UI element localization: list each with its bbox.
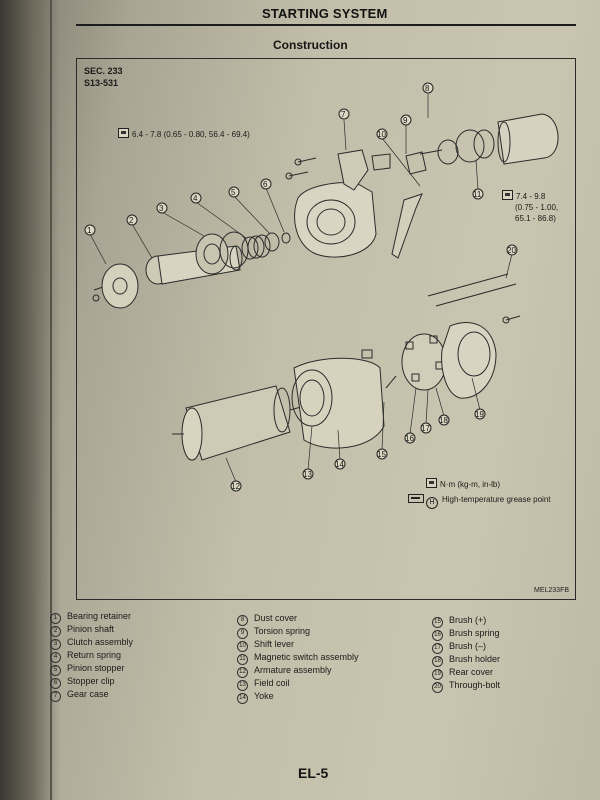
bearing-retainer	[92, 263, 139, 309]
svg-text:12: 12	[231, 482, 240, 491]
torque-icon	[426, 478, 437, 488]
callout-4: 4	[190, 192, 202, 204]
callout-3: 3	[156, 202, 168, 214]
stopper-clip	[281, 232, 291, 244]
callout-6: 6	[260, 178, 272, 190]
svg-text:16: 16	[405, 434, 414, 443]
magnetic-switch	[419, 113, 559, 165]
legend-torque: N·m (kg-m, in-lb)	[426, 478, 500, 489]
callout-1: 1	[84, 224, 96, 236]
gear-case	[294, 149, 377, 258]
callout-11: 11	[472, 188, 484, 200]
rear-cover	[441, 315, 521, 399]
svg-text:18: 18	[439, 416, 448, 425]
return-spring	[241, 234, 271, 260]
callout-15: 15	[376, 448, 388, 460]
svg-text:15: 15	[377, 450, 386, 459]
field-coil-yoke	[291, 349, 385, 449]
torque-spec-2: 7.4 - 9.8 (0.75 - 1.00, 65.1 - 86.8)	[502, 190, 558, 224]
svg-text:11: 11	[473, 190, 482, 199]
figure-frame	[76, 58, 576, 600]
svg-text:19: 19	[475, 410, 484, 419]
callout-2: 2	[126, 214, 138, 226]
callout-19: 19	[474, 408, 486, 420]
bolt-upper	[285, 157, 317, 180]
torsion-spring	[405, 151, 427, 175]
callout-16: 16	[404, 432, 416, 444]
figure-id: MEL233FB	[534, 587, 570, 594]
svg-text:1: 1	[87, 226, 92, 235]
pinion-stopper	[264, 232, 280, 252]
svg-text:3: 3	[159, 204, 164, 213]
svg-text:6: 6	[263, 180, 268, 189]
exploded-view-diagram: 1 2 3 4 5 6 7 8 9 10 11 12 13 14 15 16 1…	[84, 82, 559, 492]
callout-9: 9	[400, 114, 412, 126]
svg-text:2: 2	[129, 216, 134, 225]
svg-text:5: 5	[231, 188, 236, 197]
svg-text:9: 9	[403, 116, 408, 125]
section-code: SEC. 233	[84, 66, 123, 76]
torque-icon	[502, 190, 513, 200]
callout-13: 13	[302, 468, 314, 480]
header-rule	[76, 24, 576, 26]
svg-text:8: 8	[425, 84, 430, 93]
callout-12: 12	[230, 480, 242, 492]
armature-assembly	[172, 385, 313, 461]
svg-text:7: 7	[341, 110, 346, 119]
figure-code: S13-531	[84, 78, 119, 88]
callout-7: 7	[338, 108, 350, 120]
callout-10: 10	[376, 128, 388, 140]
section-title: STARTING SYSTEM	[262, 6, 388, 21]
through-bolts	[427, 273, 517, 307]
torque-icon	[118, 128, 129, 138]
svg-text:17: 17	[421, 424, 430, 433]
clutch-assembly	[195, 231, 249, 275]
callout-5: 5	[228, 186, 240, 198]
svg-text:10: 10	[377, 130, 386, 139]
svg-text:13: 13	[303, 470, 312, 479]
grease-icon	[408, 494, 424, 503]
callout-8: 8	[422, 82, 434, 94]
page-number: EL-5	[298, 765, 329, 781]
dust-cover	[371, 153, 391, 171]
brush-holder	[385, 333, 447, 391]
callout-18: 18	[438, 414, 450, 426]
shift-lever	[391, 193, 423, 259]
svg-text:20: 20	[507, 246, 516, 255]
callout-14: 14	[334, 458, 346, 470]
svg-text:14: 14	[335, 460, 344, 469]
torque-spec-1: 6.4 - 7.8 (0.65 - 0.80, 56.4 - 69.4)	[118, 128, 250, 139]
callout-17: 17	[420, 422, 432, 434]
callout-20: 20	[506, 244, 518, 256]
page-subtitle: Construction	[273, 38, 348, 52]
svg-text:4: 4	[193, 194, 198, 203]
binding-edge	[50, 0, 52, 800]
